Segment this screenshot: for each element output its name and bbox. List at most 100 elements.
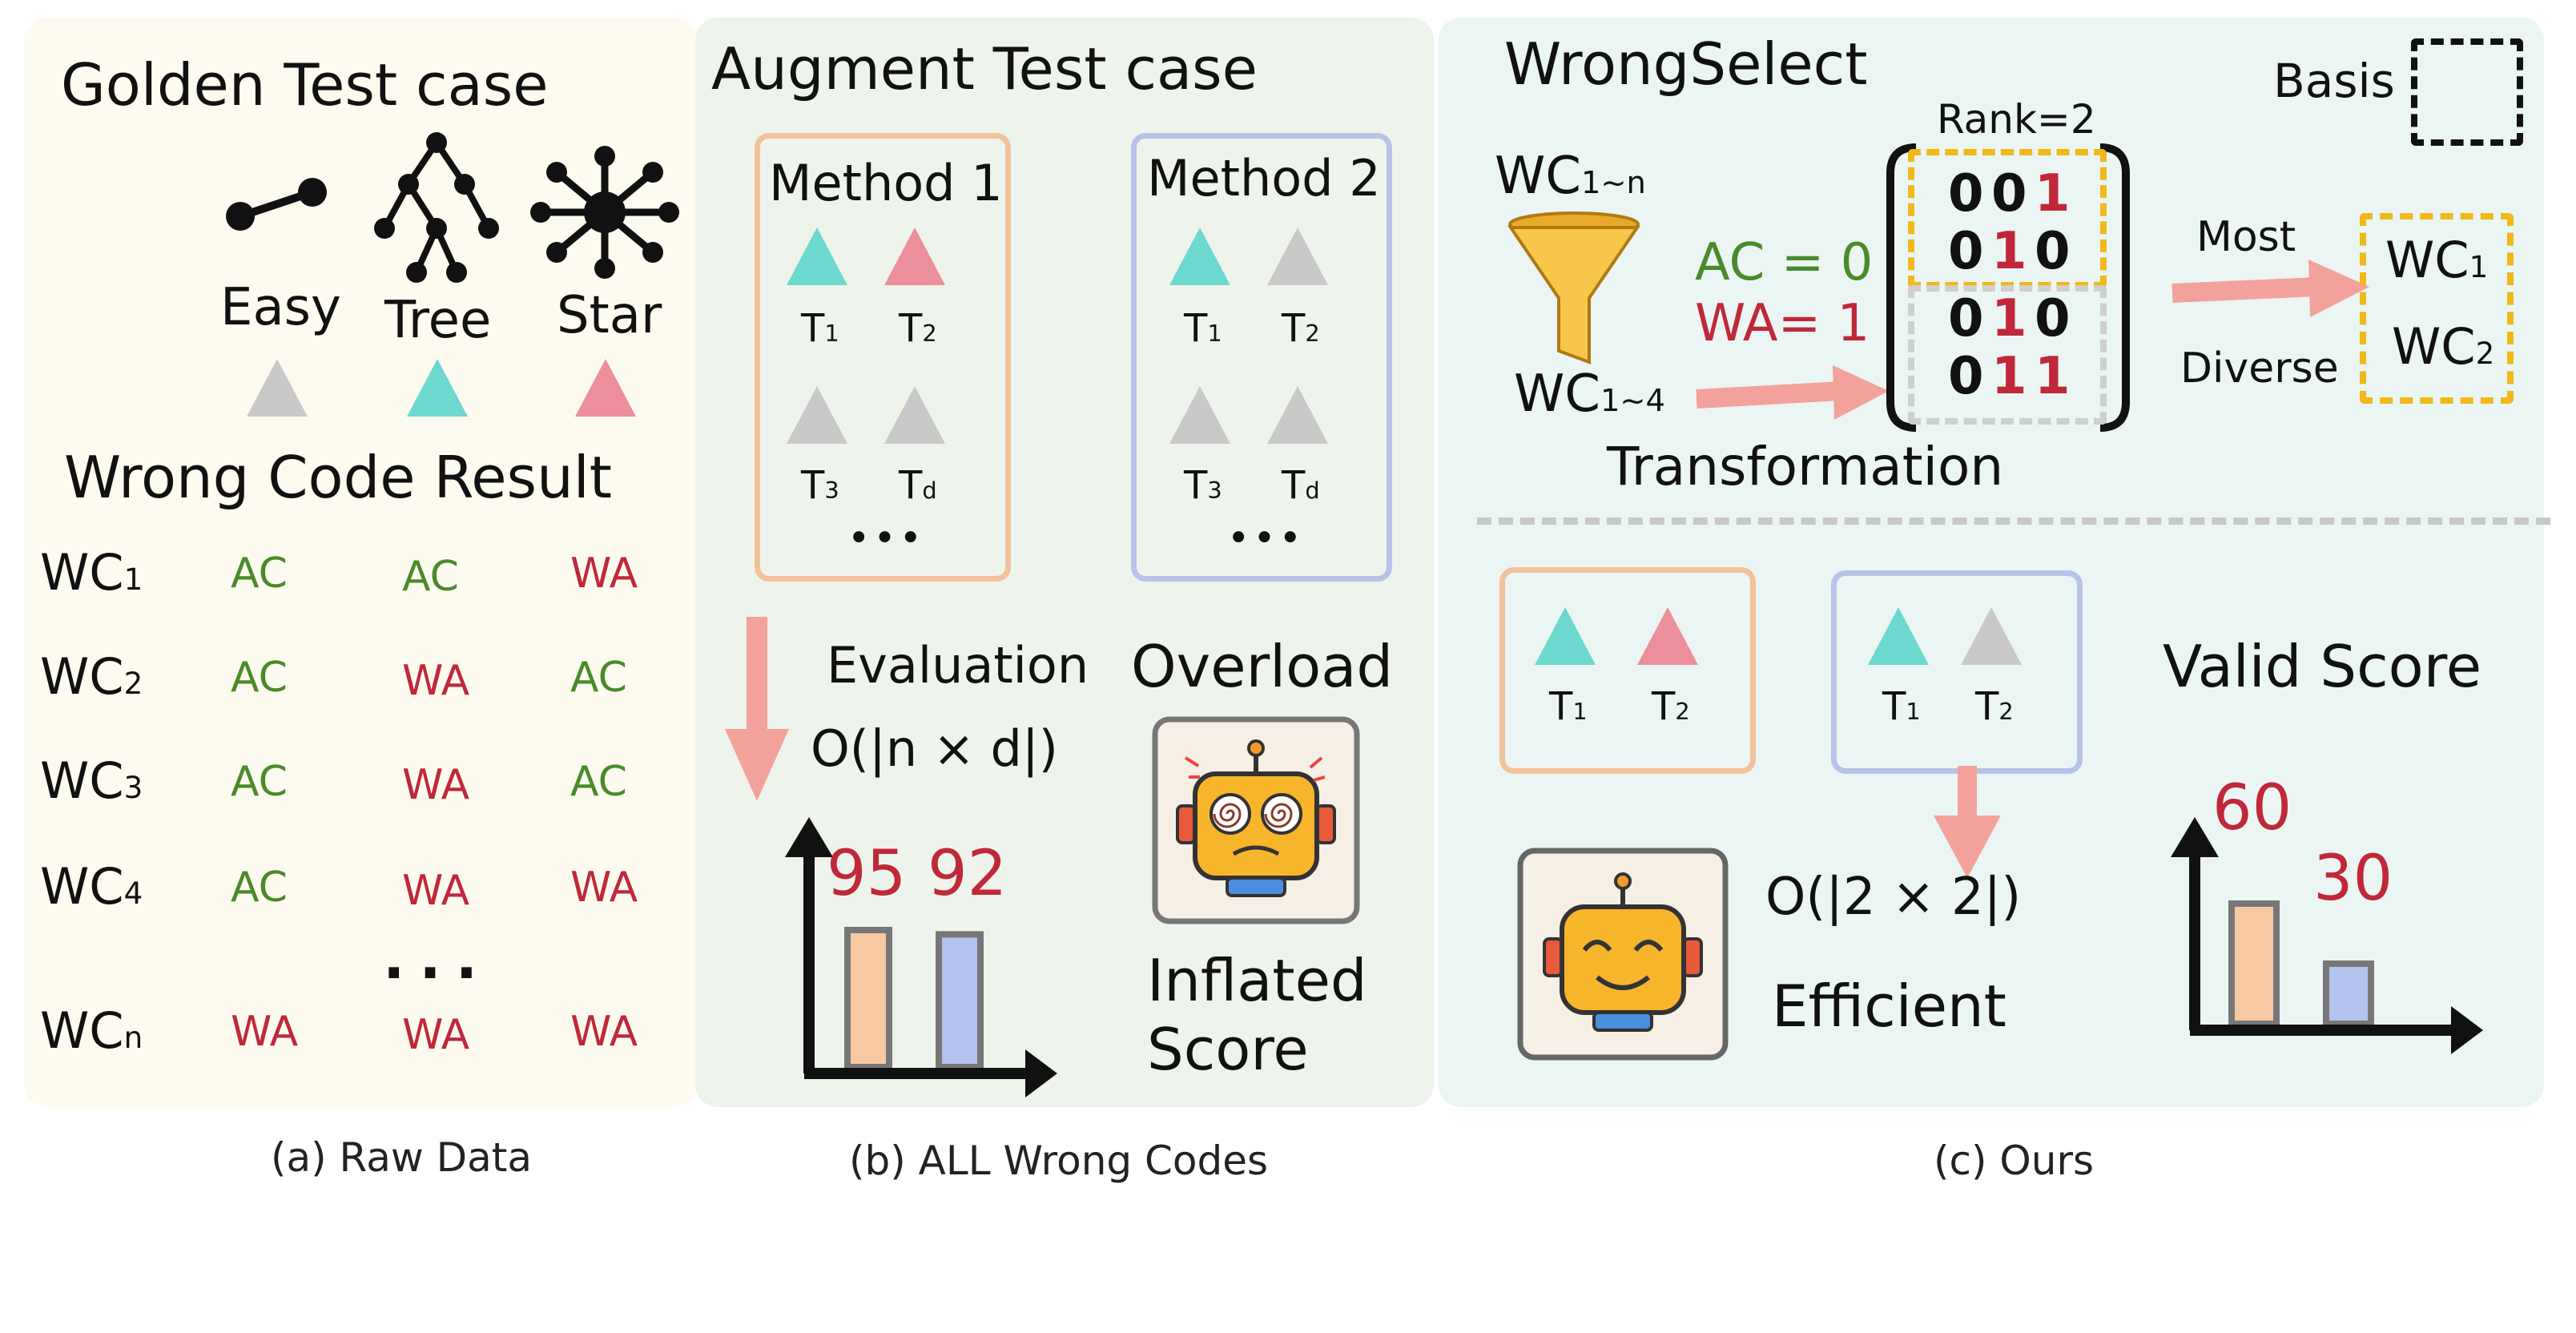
transformation-label: Transformation (1607, 436, 2004, 497)
method1-box (755, 133, 1011, 582)
x-axis-arrowhead (2451, 1006, 2483, 1054)
test-letter: T (1184, 463, 1208, 508)
result-cell-wa: WA (402, 657, 470, 705)
matrix-cell: 0 (1991, 164, 2032, 224)
test-sub: 1 (1572, 698, 1588, 725)
complexity-ours: O(|2 × 2|) (1765, 868, 2022, 927)
wc-label-text: WC (40, 647, 124, 706)
method2-test-triangle-icon (1267, 228, 1328, 285)
test-sub: 2 (1305, 320, 1320, 347)
tree-graph-icon (374, 132, 499, 283)
wa-equation: WA= 1 (1695, 294, 1870, 353)
star-label: Star (557, 286, 662, 345)
down-arrow-evaluation (725, 617, 789, 801)
wc-label-sub: 4 (123, 876, 143, 911)
result-cell-wa: WA (402, 1011, 470, 1059)
test-letter: T (1282, 463, 1306, 508)
wc-all-label: WC1~n (1495, 147, 1646, 206)
inflated-label: Inflated (1147, 947, 1367, 1014)
star-graph-icon (530, 146, 679, 279)
selected-wc-2: WC2 (2392, 317, 2495, 376)
test-sub: 2 (1998, 698, 2014, 725)
method2-test-label: T1 (1184, 309, 1222, 348)
result-cell-wa: WA (402, 761, 470, 809)
test-letter: T (1549, 684, 1573, 729)
score-c-2: 30 (2313, 843, 2393, 915)
wc-label-text: WC (40, 751, 124, 810)
test-letter: T (1975, 684, 1999, 729)
basis-label: Basis (2273, 54, 2395, 108)
test-letter: T (899, 463, 923, 508)
test-sub: 1 (1906, 698, 1921, 725)
test-letter: T (1652, 684, 1676, 729)
tree-triangle-icon (407, 359, 468, 417)
caption-all-wrong-codes: (b) ALL Wrong Codes (849, 1138, 1269, 1184)
method1-dots: ••• (847, 516, 925, 561)
tests-right-label: T1 (1882, 687, 1921, 726)
test-sub: d (922, 477, 937, 504)
result-cell-wa: WA (231, 1008, 299, 1056)
wc-row-label: WC1 (40, 548, 143, 598)
score-c-1: 60 (2212, 772, 2292, 844)
caption-ours: (c) Ours (1934, 1138, 2095, 1184)
wrong-code-result-title: Wrong Code Result (64, 444, 612, 511)
wc-label-sub: 3 (123, 770, 143, 805)
score-bar (936, 931, 984, 1070)
selected-box (2360, 213, 2514, 404)
method1-test-triangle-icon (787, 228, 847, 285)
result-cell-wa: WA (570, 550, 638, 598)
method2-dots: ••• (1227, 516, 1305, 561)
dizzy-robot-icon (1152, 716, 1360, 924)
tests-right-triangle-icon (1868, 607, 1929, 665)
method1-test-label: T2 (899, 309, 937, 348)
tree-label: Tree (384, 291, 492, 350)
method2-test-triangle-icon (1267, 386, 1328, 444)
test-sub: 3 (824, 477, 839, 504)
score-b-2: 92 (928, 838, 1008, 910)
section-divider (1477, 517, 2550, 525)
wc-label-text: WC (40, 1001, 124, 1060)
easy-edge-icon (226, 178, 327, 231)
method1-test-label: T1 (801, 309, 839, 348)
y-axis-arrowhead (2171, 817, 2219, 857)
valid-score-chart (2171, 817, 2483, 1054)
test-letter: T (801, 306, 825, 351)
method2-test-label: Td (1282, 466, 1320, 505)
result-cell-ac: AC (570, 758, 627, 806)
matrix-cell: 0 (1948, 164, 1989, 224)
efficient-label: Efficient (1772, 973, 2006, 1040)
wc-row-label: WC3 (40, 756, 143, 806)
matrix-cell: 0 (1948, 289, 1989, 348)
most-label: Most (2196, 213, 2296, 261)
dependent-rows-box (1908, 285, 2107, 425)
result-cell-ac: AC (231, 550, 288, 598)
wc-label-text: WC (40, 543, 124, 602)
wc-label-sub: n (123, 1020, 143, 1055)
test-box-left (1499, 567, 1756, 774)
test-letter: T (899, 306, 923, 351)
wc-label-sub: 1 (123, 562, 143, 597)
test-letter: T (1184, 306, 1208, 351)
result-cell-ac: AC (231, 864, 288, 912)
matrix-cell: 1 (2035, 164, 2075, 224)
tests-right-triangle-icon (1961, 607, 2022, 665)
method2-test-triangle-icon (1169, 386, 1230, 444)
matrix-cell: 0 (2035, 289, 2075, 348)
method2-box (1131, 133, 1392, 582)
test-sub: 1 (1207, 320, 1222, 347)
test-letter: T (1282, 306, 1306, 351)
matrix-brackets (1886, 143, 2130, 432)
ac-equation: AC = 0 (1695, 233, 1874, 292)
test-letter: T (1882, 684, 1906, 729)
matrix-cell: 0 (1948, 347, 1989, 406)
matrix-cell: 1 (1991, 289, 2032, 348)
tests-left-label: T2 (1652, 687, 1690, 726)
overload-label: Overload (1131, 633, 1394, 700)
matrix-cell: 1 (2035, 347, 2075, 406)
score-bar (2323, 960, 2374, 1027)
wrongselect-title: WrongSelect (1504, 30, 1868, 98)
easy-label: Easy (220, 278, 341, 337)
basis-dashed-box (2411, 38, 2523, 146)
test-sub: 2 (1675, 698, 1690, 725)
method1-test-triangle-icon (787, 386, 847, 444)
